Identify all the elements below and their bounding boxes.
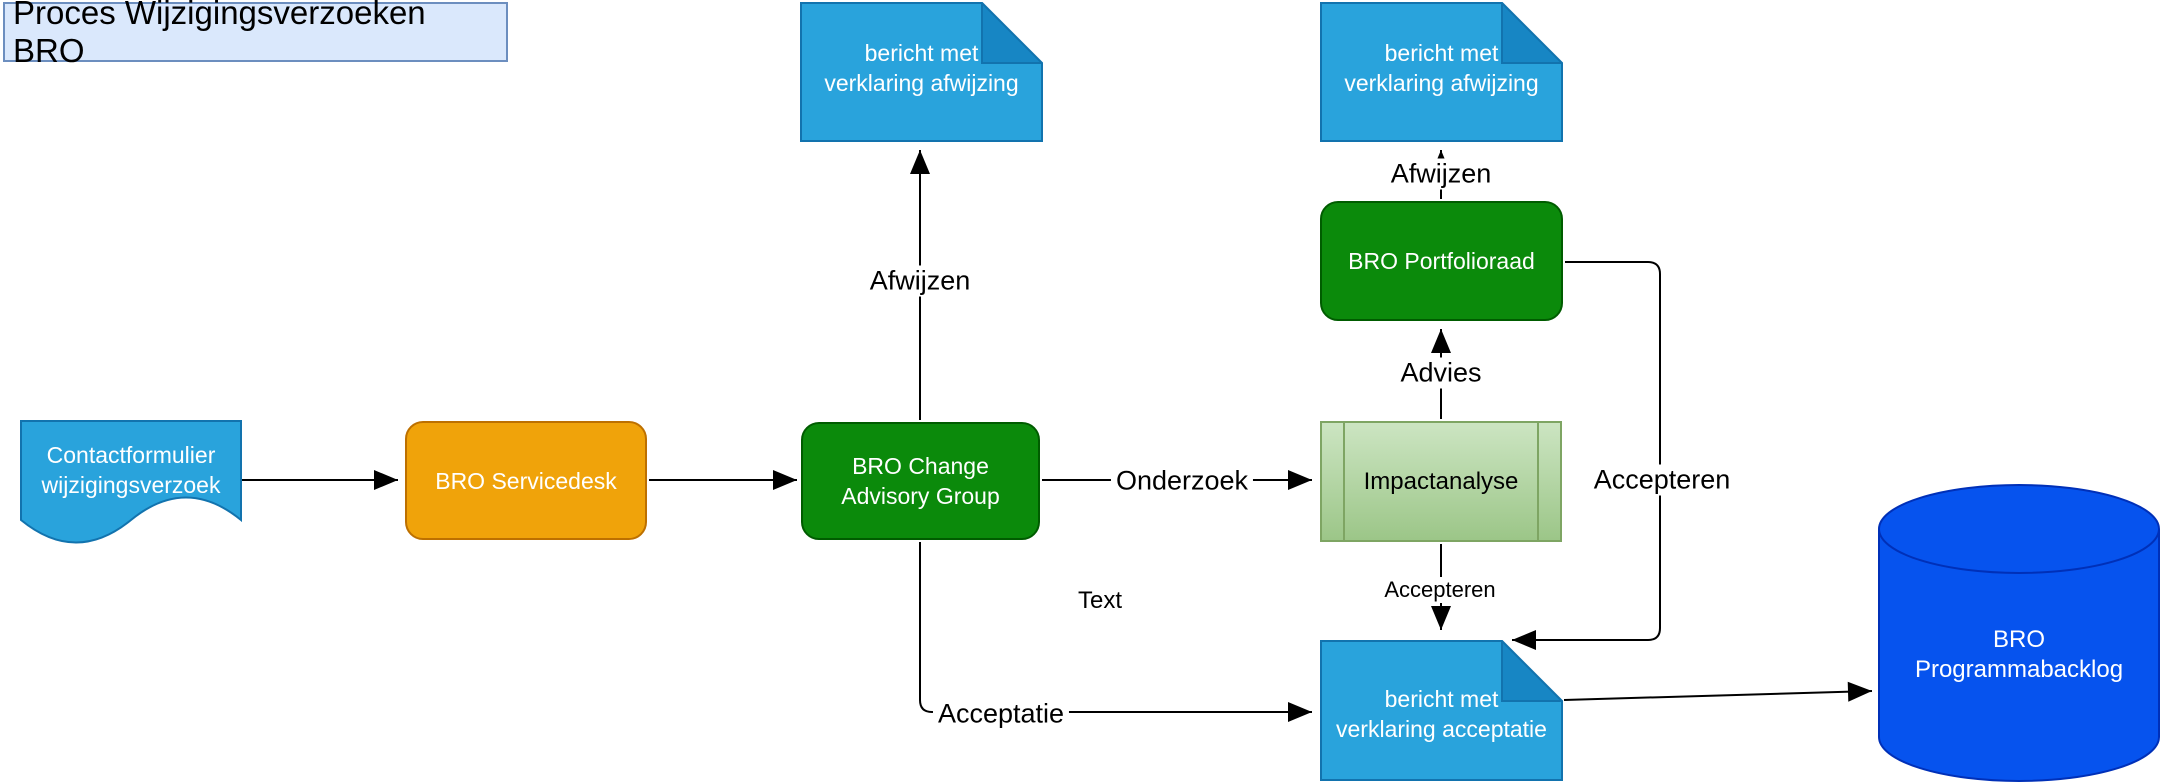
bro-portfolioraad-node[interactable]: BRO Portfolioraad (1320, 201, 1563, 321)
edge-label-text: Text (1077, 587, 1123, 614)
cag-label-line2: Advisory Group (841, 483, 1000, 509)
note-shape (1320, 0, 1565, 142)
edge-label-onderzoek: Onderzoek (1110, 465, 1254, 497)
portfolioraad-label: BRO Portfolioraad (1348, 248, 1535, 274)
diagram-title: Proces Wijzigingsverzoeken BRO (3, 0, 508, 69)
note-shape (800, 0, 1045, 142)
note-afwijzing-links-label: bericht met verklaring afwijzing (824, 40, 1019, 96)
note-acceptatie-label: bericht met verklaring acceptatie (1336, 685, 1547, 742)
cag-label-line1: BRO Change (852, 453, 989, 479)
edge-portfolioraad-acceptatie (1512, 261, 1661, 650)
note-shape (1320, 638, 1565, 781)
bro-servicedesk-node[interactable]: BRO Servicedesk (405, 421, 647, 540)
servicedesk-label: BRO Servicedesk (435, 467, 617, 494)
contactformulier-document[interactable]: Contactformulier wijzigingsverzoek (20, 420, 242, 556)
note-bericht-afwijzing-rechts[interactable]: bericht met verklaring afwijzing (1320, 0, 1565, 142)
edge-label-advies: Advies (1395, 357, 1487, 389)
edge-cag-acceptatie (919, 542, 1312, 722)
diagram-title-text: Proces Wijzigingsverzoeken BRO (13, 0, 426, 69)
programmabacklog-label: BRO Programmabacklog (1914, 626, 2124, 683)
edge-acceptatie-backlog (1563, 681, 1873, 702)
bro-change-advisory-group-node[interactable]: BRO Change Advisory Group (801, 422, 1040, 540)
edge-label-accepteren-rechts: Accepteren (1588, 464, 1736, 496)
edge-label-accepteren-omlaag: Accepteren (1379, 577, 1501, 603)
note-afwijzing-rechts-label: bericht met verklaring afwijzing (1344, 40, 1539, 96)
cylinder-shape (1878, 484, 2160, 782)
note-bericht-acceptatie[interactable]: bericht met verklaring acceptatie (1320, 638, 1565, 781)
impactanalyse-label: Impactanalyse (1363, 467, 1519, 495)
edge-label-acceptatie: Acceptatie (932, 698, 1070, 730)
edge-label-afwijzen-cag: Afwijzen (864, 265, 976, 297)
impactanalyse-node[interactable]: Impactanalyse (1320, 421, 1562, 542)
contactformulier-label: Contactformulier wijzigingsverzoek (41, 442, 221, 498)
edge-label-afwijzen-portfolio: Afwijzen (1385, 158, 1497, 190)
document-shape (20, 420, 242, 544)
note-bericht-afwijzing-links[interactable]: bericht met verklaring afwijzing (800, 0, 1045, 142)
bro-programmabacklog-cylinder[interactable]: BRO Programmabacklog (1878, 484, 2160, 782)
